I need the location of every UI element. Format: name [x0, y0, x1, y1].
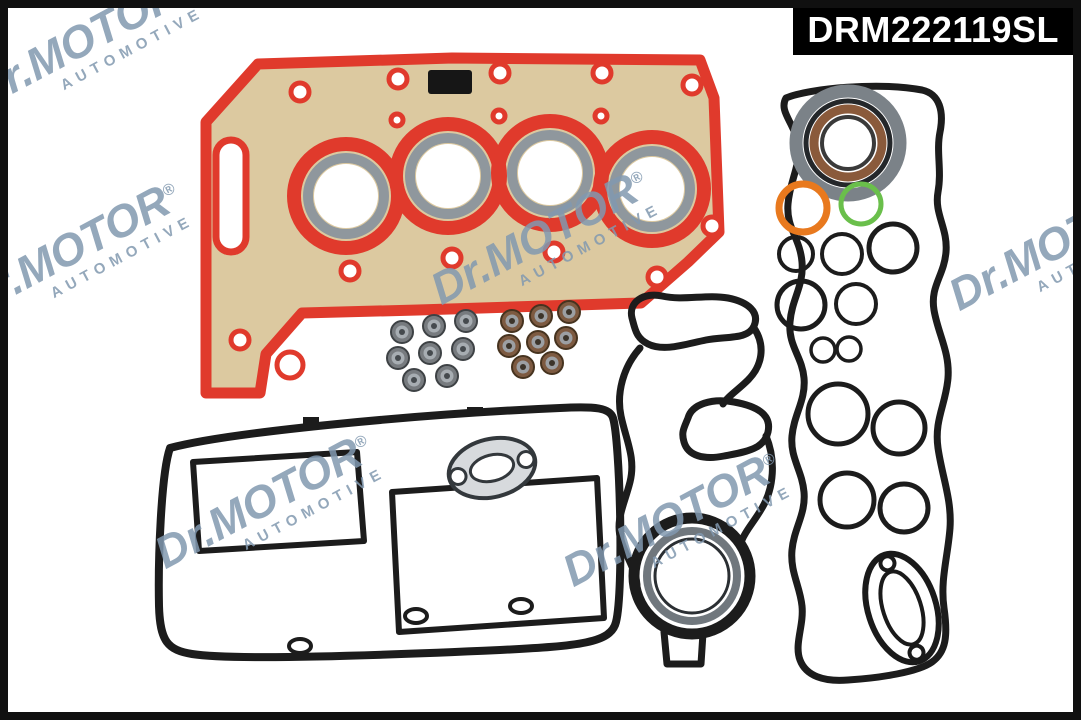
orange-seal-ring: [775, 180, 831, 236]
crankshaft-seal: [628, 512, 756, 640]
valve-cover-gasket: [154, 403, 625, 662]
oval-flange-gasket: [862, 550, 942, 666]
timing-cover-gasket: [615, 291, 776, 668]
valve-stem-seals-left: [386, 309, 478, 392]
engine-block-gasket: [774, 82, 954, 684]
head-gasket-tab: [428, 70, 472, 94]
block-gasket-ports: [774, 221, 931, 535]
head-gasket-bolt-holes: [228, 61, 724, 381]
camshaft-seal: [789, 84, 907, 202]
part-number-label: DRM222119SL: [793, 8, 1073, 56]
valve-stem-seals-right: [497, 300, 581, 379]
green-seal-ring: [838, 181, 884, 227]
exhaust-flange-gasket: [446, 435, 538, 501]
part-number: DRM222119SL: [807, 9, 1059, 50]
cylinder-head-gasket: [200, 52, 725, 399]
cylinder-bores: [287, 114, 711, 255]
